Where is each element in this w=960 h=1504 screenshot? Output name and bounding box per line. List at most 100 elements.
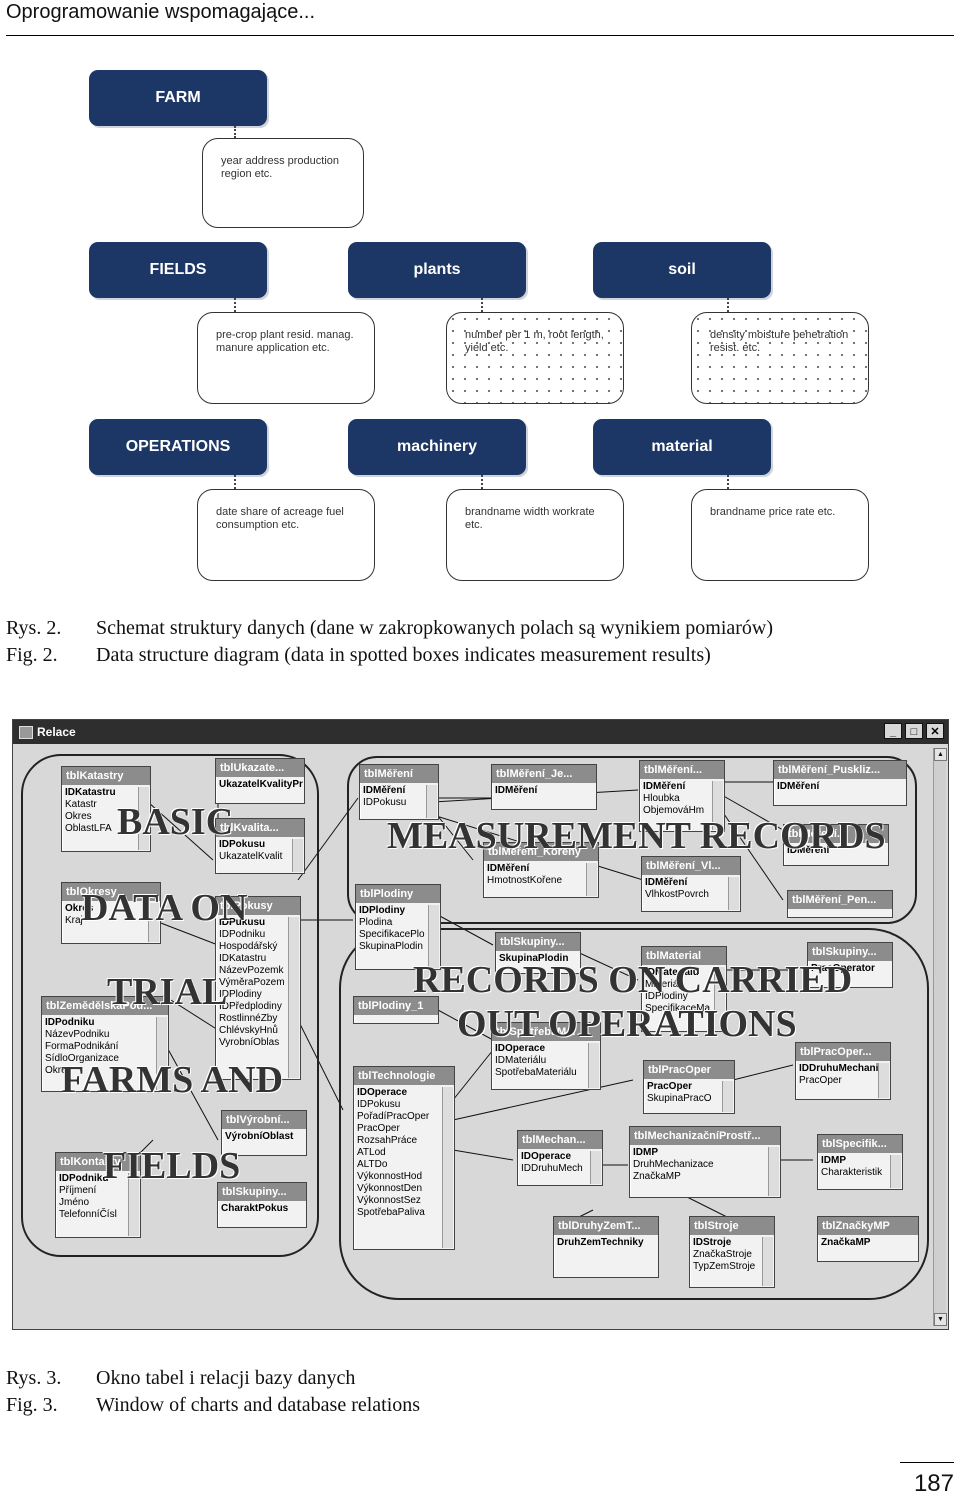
table-field: CharaktPokus [221, 1203, 289, 1214]
table-field: IDMěření [777, 781, 820, 792]
table-scrollbar[interactable] [762, 1237, 773, 1286]
table-scrollbar[interactable] [442, 1087, 453, 1248]
detail-soil: density moisture penetration resist. etc… [691, 312, 869, 404]
db-table[interactable]: tblUkazate...UkazatelKvalityPr [215, 758, 305, 804]
table-scrollbar[interactable] [586, 863, 597, 896]
table-title: tblZnačkyMP [818, 1217, 918, 1235]
overlay-label: RECORDS ON CARRIED [413, 959, 853, 1001]
scroll-down-icon[interactable]: ▼ [934, 1313, 947, 1326]
connector [234, 298, 236, 312]
table-scrollbar[interactable] [590, 1151, 601, 1184]
overlay-label: OUT OPERATIONS [457, 1003, 797, 1045]
table-field: IDPlodiny [219, 989, 262, 1000]
table-field: IDKatastru [219, 953, 267, 964]
table-field: SkupinaPlodin [499, 953, 569, 964]
window-icon [19, 726, 33, 739]
db-table[interactable]: tblPlodiny_1 [353, 996, 439, 1024]
table-scrollbar[interactable] [138, 787, 149, 850]
table-scrollbar[interactable] [714, 967, 725, 1030]
table-field: Katastr [65, 799, 97, 810]
table-title: tblSkupiny... [496, 933, 580, 951]
table-field: Hloubka [643, 793, 680, 804]
table-scrollbar[interactable] [128, 1173, 139, 1236]
table-scrollbar[interactable] [768, 1147, 779, 1196]
table-title: tblKatastry [62, 767, 150, 785]
db-table[interactable]: tblMěření_Pen... [787, 890, 893, 918]
table-scrollbar[interactable] [722, 1081, 733, 1112]
table-title: tblMěření_Pen... [788, 891, 892, 909]
table-scrollbar[interactable] [890, 1155, 901, 1188]
overlay-label: FARMS AND [61, 1059, 284, 1101]
table-title: tblMaterial [642, 947, 726, 965]
table-scrollbar[interactable] [878, 1063, 889, 1098]
table-scrollbar[interactable] [428, 905, 439, 968]
db-table[interactable]: tblSkupiny...PracOperator [807, 942, 893, 988]
table-field: VlhkostPovrch [645, 889, 709, 900]
table-scrollbar[interactable] [288, 917, 299, 1078]
maximize-button[interactable]: □ [905, 723, 923, 739]
table-field: SpecifikaceMa [645, 1003, 711, 1014]
vertical-scrollbar[interactable]: ▲ ▼ [933, 748, 947, 1326]
table-scrollbar[interactable] [728, 877, 739, 910]
table-field: RozsahPráce [357, 1135, 418, 1146]
caption-text: Window of charts and database relations [96, 1394, 421, 1416]
db-table[interactable]: tblMěření_Puskliz...IDMěření [773, 760, 907, 806]
table-scrollbar[interactable] [156, 1017, 167, 1090]
db-table[interactable]: tblVýrobní...VýrobníOblast [221, 1110, 307, 1156]
table-title: tblZemědělskáPod... [42, 997, 168, 1015]
table-title: tblMěření... [640, 761, 724, 779]
minimize-button[interactable]: _ [884, 723, 902, 739]
connector [481, 475, 483, 489]
db-table[interactable]: tblSkupiny... SkupinaPlodin [495, 932, 581, 974]
db-table[interactable]: tblMěření_Je...IDMěření [491, 764, 597, 810]
table-field: SpecifikacePlo [359, 929, 425, 940]
node-soil: soil [593, 242, 771, 298]
table-scrollbar[interactable] [712, 781, 723, 830]
table-scrollbar[interactable] [426, 785, 437, 818]
group-basic-data [21, 754, 319, 1257]
table-title: tblVýrobní... [222, 1111, 306, 1129]
table-field: NázevPodniku [45, 1029, 110, 1040]
table-title: tblMěření_Vl... [642, 857, 740, 875]
close-button[interactable]: ✕ [926, 723, 944, 739]
caption-label: Rys. 2. [6, 617, 62, 639]
connector [234, 126, 236, 138]
caption-label: Fig. 3. [6, 1394, 58, 1416]
table-scrollbar[interactable] [292, 839, 303, 872]
table-title: tblTechnologie [354, 1067, 454, 1085]
table-title: tblSkupiny... [808, 943, 892, 961]
table-field: IDMěření [787, 845, 830, 856]
table-field: PracOper [357, 1123, 400, 1134]
table-scrollbar[interactable] [588, 1043, 599, 1088]
table-field: IDMěření [643, 781, 686, 792]
db-table[interactable]: tblDruhyZemT...DruhZemTechniky [553, 1216, 659, 1278]
table-field: IDMP [633, 1147, 658, 1158]
table-title: tblMechanizačníProstř... [630, 1127, 780, 1145]
connector [727, 298, 729, 312]
db-table[interactable]: tblMěření...IDMěření [783, 824, 889, 866]
scroll-up-icon[interactable]: ▲ [934, 748, 947, 761]
db-table[interactable]: tblSkupiny...CharaktPokus [217, 1182, 307, 1228]
table-scrollbar[interactable] [148, 903, 159, 942]
